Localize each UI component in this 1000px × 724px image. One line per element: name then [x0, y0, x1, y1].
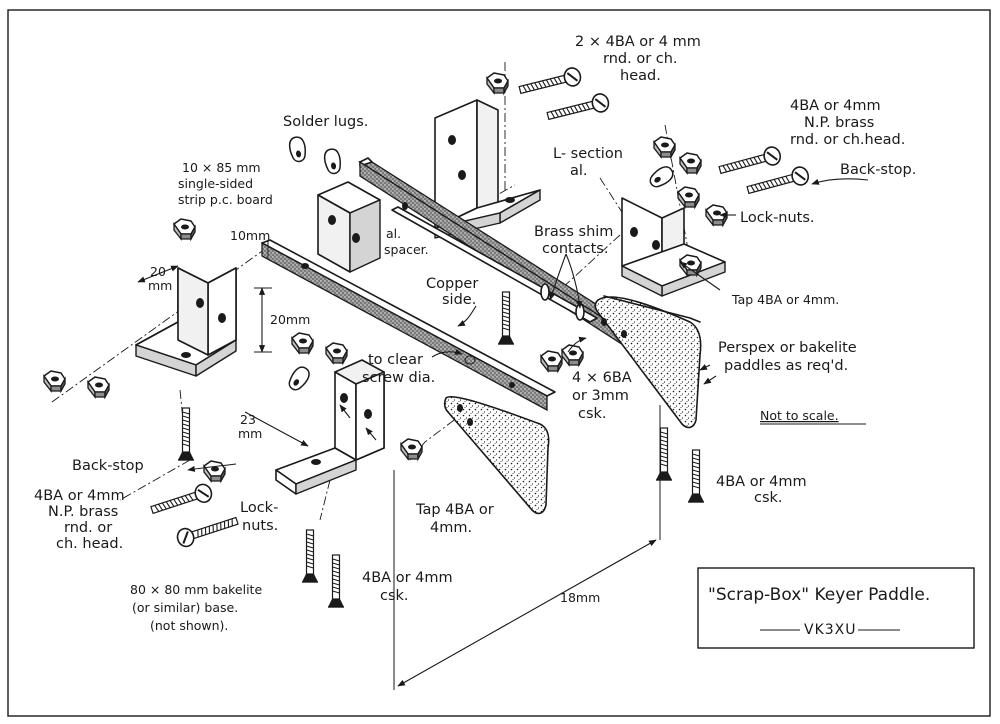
label-locknuts-left: Lock- nuts.: [240, 500, 278, 534]
top-screws: [486, 65, 612, 126]
label-solder-lugs: Solder lugs.: [283, 114, 368, 130]
svg-text:ch. head.: ch. head.: [56, 536, 123, 552]
svg-text:20: 20: [150, 264, 166, 279]
svg-text:(or similar) base.: (or similar) base.: [132, 600, 238, 615]
label-dim-20mm-a: 20 mm: [148, 264, 172, 293]
svg-text:head.: head.: [620, 68, 661, 84]
label-al-spacer: al. spacer.: [384, 226, 429, 257]
svg-text:mm: mm: [148, 278, 172, 293]
label-screws-right: 4BA or 4mm N.P. brass rnd. or ch.head.: [790, 98, 905, 148]
brass-shim-contacts: [261, 202, 598, 412]
label-dim-10mm: 10mm: [230, 228, 270, 243]
label-tap-right: Tap 4BA or 4mm.: [731, 292, 839, 307]
label-tap-lower: Tap 4BA or 4mm.: [415, 502, 494, 536]
dimension-lines: [137, 240, 661, 690]
svg-text:single-sided: single-sided: [178, 176, 253, 191]
l-section-bracket-left: [135, 267, 237, 377]
paddle-left: [443, 395, 550, 515]
label-base: 80 × 80 mm bakelite (or similar) base. (…: [130, 582, 262, 633]
svg-text:4BA or 4mm: 4BA or 4mm: [790, 98, 881, 114]
l-section-bracket-right: [621, 197, 726, 297]
label-csk-right: 4BA or 4mm csk.: [716, 474, 807, 506]
svg-text:N.P. brass: N.P. brass: [804, 115, 874, 131]
svg-text:al.: al.: [570, 163, 588, 179]
svg-text:Tap 4BA or: Tap 4BA or: [415, 502, 494, 518]
label-brass-shim: Brass shim contacts.: [534, 224, 613, 257]
page-border: [7, 9, 991, 717]
label-backstop-left: Back-stop: [72, 458, 144, 474]
aluminium-spacer: [317, 181, 381, 273]
svg-text:4BA or 4mm: 4BA or 4mm: [716, 474, 807, 490]
label-copper-side: Copper side.: [426, 276, 478, 308]
svg-text:al.: al.: [386, 226, 401, 241]
svg-text:nuts.: nuts.: [242, 518, 278, 534]
svg-text:(not shown).: (not shown).: [150, 618, 228, 633]
label-locknuts-right: Lock-nuts.: [740, 210, 815, 226]
svg-text:Perspex or bakelite: Perspex or bakelite: [718, 340, 857, 356]
svg-text:Copper: Copper: [426, 276, 478, 292]
label-dim-20mm-b: 20mm: [270, 312, 310, 327]
svg-text:csk.: csk.: [578, 406, 607, 422]
svg-text:Lock-: Lock-: [240, 500, 278, 516]
svg-text:spacer.: spacer.: [384, 242, 429, 257]
svg-text:10 × 85 mm: 10 × 85 mm: [182, 160, 261, 175]
svg-text:80 × 80 mm bakelite: 80 × 80 mm bakelite: [130, 582, 262, 597]
svg-text:paddles as req'd.: paddles as req'd.: [724, 358, 848, 374]
svg-text:rnd. or ch.: rnd. or ch.: [603, 51, 678, 67]
paddle-right: [594, 295, 702, 429]
svg-text:csk.: csk.: [754, 490, 783, 506]
svg-text:rnd. or ch.head.: rnd. or ch.head.: [790, 132, 905, 148]
label-screws-top: 2 × 4BA or 4 mm rnd. or ch. head.: [575, 34, 701, 84]
label-screws-6ba: 4 × 6BA or 3mm csk.: [572, 370, 632, 422]
svg-text:csk.: csk.: [380, 588, 409, 604]
svg-text:screw dia.: screw dia.: [362, 370, 435, 386]
l-section-bracket-top: [434, 99, 541, 239]
author-text: VK3XU: [804, 622, 857, 638]
label-csk-left: 4BA or 4mm csk.: [362, 570, 453, 604]
svg-text:2 × 4BA or 4 mm: 2 × 4BA or 4 mm: [575, 34, 701, 50]
title-text: "Scrap-Box" Keyer Paddle.: [708, 585, 930, 605]
title-block: "Scrap-Box" Keyer Paddle. VK3XU: [697, 567, 975, 649]
svg-text:or 3mm: or 3mm: [572, 388, 629, 404]
svg-text:contacts.: contacts.: [542, 241, 608, 257]
label-backstop-right: Back-stop.: [840, 162, 916, 178]
svg-text:side.: side.: [442, 292, 476, 308]
svg-text:N.P. brass: N.P. brass: [48, 504, 118, 520]
svg-text:4BA or 4mm: 4BA or 4mm: [362, 570, 453, 586]
svg-text:strip p.c. board: strip p.c. board: [178, 192, 273, 207]
label-not-to-scale: Not to scale.: [760, 408, 839, 423]
label-dim-18mm: 18mm: [560, 590, 600, 605]
svg-text:4mm.: 4mm.: [430, 520, 472, 536]
l-section-bracket-lower: [275, 359, 385, 495]
svg-text:23: 23: [240, 412, 256, 427]
label-pcb-strip: 10 × 85 mm single-sided strip p.c. board: [178, 160, 273, 207]
label-paddles: Perspex or bakelite paddles as req'd.: [718, 340, 857, 374]
label-l-section: L- section al.: [553, 146, 623, 179]
svg-text:Brass shim: Brass shim: [534, 224, 613, 240]
label-screws-left: 4BA or 4mm N.P. brass rnd. or ch. head.: [34, 488, 125, 552]
leader-arrows: [187, 178, 869, 472]
svg-text:to clear: to clear: [368, 352, 423, 368]
label-to-clear: to clear screw dia.: [362, 352, 435, 386]
title-box: [697, 567, 975, 649]
svg-text:4BA or 4mm: 4BA or 4mm: [34, 488, 125, 504]
svg-text:L- section: L- section: [553, 146, 623, 162]
label-dim-23mm: 23 mm: [238, 412, 262, 441]
svg-text:4 × 6BA: 4 × 6BA: [572, 370, 632, 386]
svg-text:mm: mm: [238, 426, 262, 441]
svg-text:rnd. or: rnd. or: [64, 520, 112, 536]
